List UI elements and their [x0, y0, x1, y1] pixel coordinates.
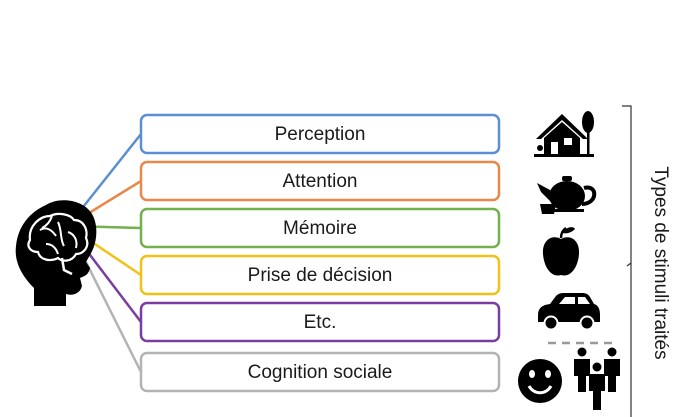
side-label: Types de stimuli traités	[650, 166, 671, 359]
category-label: Perception	[275, 124, 366, 145]
car-icon	[538, 293, 600, 331]
people-group-icon	[574, 347, 620, 410]
category-box: Cognition sociale	[139, 351, 501, 393]
category-box-frame	[139, 160, 501, 202]
category-box: Prise de décision	[139, 254, 501, 296]
category-label: Prise de décision	[248, 265, 393, 286]
bracket	[622, 105, 632, 417]
smiley-face-icon	[518, 359, 562, 403]
teapot-icon	[537, 176, 597, 214]
category-label: Etc.	[304, 312, 337, 333]
category-box-frame	[139, 301, 501, 343]
category-box-frame	[139, 254, 501, 296]
category-box: Attention	[139, 160, 501, 202]
bracket-tick	[626, 262, 632, 267]
category-box-frame	[139, 113, 501, 155]
house-icon	[534, 111, 594, 157]
category-box: Etc.	[139, 301, 501, 343]
category-label: Cognition sociale	[248, 362, 393, 383]
category-box: Perception	[139, 113, 501, 155]
apple-icon	[542, 226, 580, 276]
brain-head-icon	[15, 200, 97, 306]
category-box: Mémoire	[139, 207, 501, 249]
category-label: Attention	[283, 171, 358, 192]
category-label: Mémoire	[283, 218, 357, 239]
category-box-frame	[139, 207, 501, 249]
category-box-frame	[139, 351, 501, 393]
